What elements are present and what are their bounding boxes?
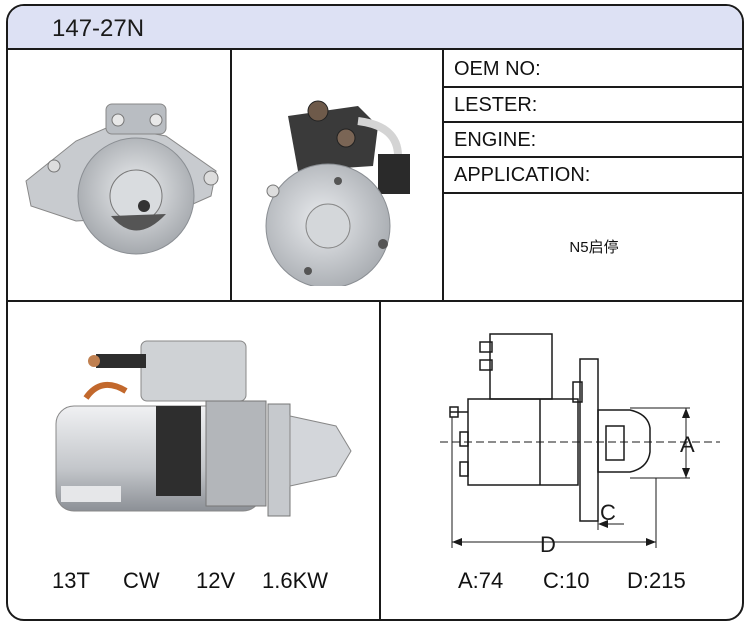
lester-label: LESTER: [454,94,538,116]
divider-top-2 [442,50,444,302]
spec-row-line-4 [442,192,742,194]
voltage-value: 12V [196,568,236,593]
spec-row-line-1 [442,86,742,88]
power-value: 1.6KW [262,568,329,593]
dimension-drawing: A C D [440,333,720,557]
dimension-label-a: A [680,432,695,457]
dimension-a-value: A:74 [458,568,504,593]
spec-sheet: 147-27N OEM NO: LESTER: ENGINE: APPLICAT… [6,4,744,621]
oem-no-label: OEM NO: [454,58,541,80]
rotation-value: CW [123,568,160,593]
part-number: 147-27N [52,15,145,42]
starter-front-photo [25,103,219,255]
spec-row-line-3 [442,156,742,158]
dimension-d-value: D:215 [627,568,686,593]
application-label: APPLICATION: [454,164,591,186]
engine-label: ENGINE: [454,129,537,151]
application-value: N5启停 [569,239,619,256]
starter-side-photo [55,340,352,517]
divider-bottom [379,300,381,619]
dimension-c-value: C:10 [543,568,590,593]
dimension-label-c: C [600,500,616,525]
teeth-value: 13T [52,568,90,593]
spec-row-line-2 [442,121,742,123]
divider-middle [8,300,742,302]
starter-rear-photo [265,100,410,286]
header-bar: 147-27N [8,6,742,50]
divider-top-1 [230,50,232,302]
dimension-label-d: D [540,532,556,557]
